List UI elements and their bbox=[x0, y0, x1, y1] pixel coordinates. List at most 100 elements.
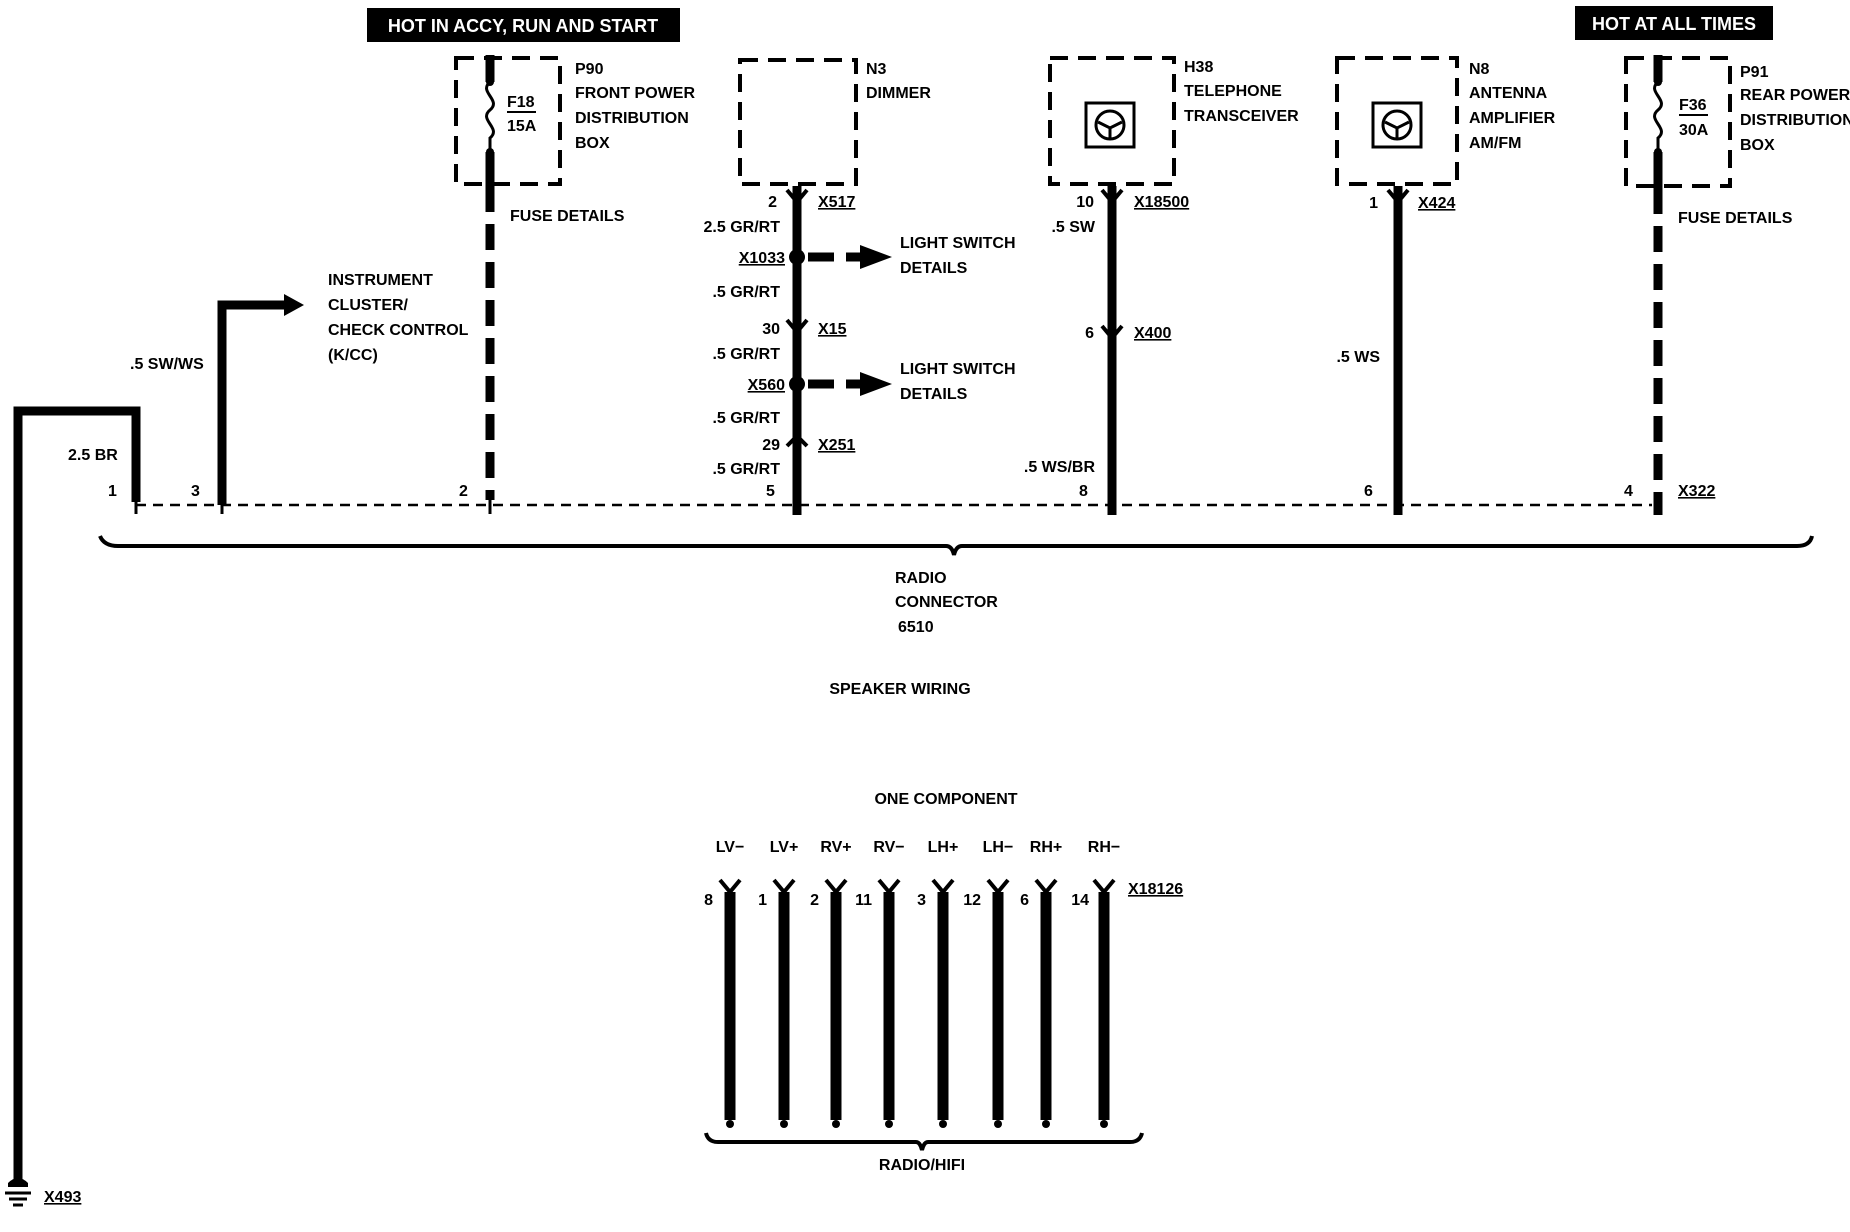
radio-pin-5: 5 bbox=[766, 483, 775, 500]
speaker-terminal-name: LH− bbox=[983, 839, 1014, 856]
n8-name-line1: ANTENNA bbox=[1469, 85, 1548, 102]
p90-fuse-label: F18 bbox=[507, 94, 535, 111]
telephone-wire-2: .5 WS/BR bbox=[1024, 459, 1096, 476]
light-switch-1-line1: LIGHT SWITCH bbox=[900, 235, 1016, 252]
n3-ref: N3 bbox=[866, 61, 887, 78]
p91-fuse-details: FUSE DETAILS bbox=[1678, 210, 1793, 227]
dimmer-conn-x251: X251 bbox=[818, 437, 855, 454]
dimmer-pin-x15: 30 bbox=[762, 321, 780, 338]
ground-circuit: 2.5 BR X493 bbox=[5, 406, 141, 1207]
n3-name: DIMMER bbox=[866, 85, 931, 102]
n8-name-line3: AM/FM bbox=[1469, 135, 1521, 152]
h38-name-line1: TELEPHONE bbox=[1184, 83, 1282, 100]
n8-name-line2: AMPLIFIER bbox=[1469, 110, 1556, 127]
dimmer-wire-4: .5 GR/RT bbox=[712, 410, 780, 427]
speaker-terminal-name: RH+ bbox=[1030, 839, 1062, 856]
p91-rear-power-box: F36 30A P91 REAR POWER DISTRIBUTION BOX … bbox=[1624, 55, 1850, 227]
fuse-f36-icon bbox=[1653, 80, 1663, 152]
ground-conn-x493: X493 bbox=[44, 1189, 81, 1206]
cluster-line4: (K/CC) bbox=[328, 347, 378, 364]
radio-connector-bracket bbox=[98, 535, 1814, 556]
speaker-terminal-rh-plus: RH+ 6 bbox=[1020, 839, 1062, 1128]
instrument-cluster-arrow-icon bbox=[284, 294, 304, 316]
n8-ref: N8 bbox=[1469, 61, 1490, 78]
telephone-wire-1: .5 SW bbox=[1051, 219, 1095, 236]
cluster-line1: INSTRUMENT bbox=[328, 272, 433, 289]
light-switch-1-line2: DETAILS bbox=[900, 260, 968, 277]
p91-rating-label: 30A bbox=[1679, 122, 1709, 139]
speaker-terminal-lv-minus: LV− 8 bbox=[704, 839, 744, 1128]
radio-hifi-label: RADIO/HIFI bbox=[879, 1157, 965, 1174]
cluster-line2: CLUSTER/ bbox=[328, 297, 409, 314]
fuse-f18-icon bbox=[485, 80, 495, 152]
antenna-wire: .5 WS bbox=[1336, 349, 1380, 366]
antenna-conn-x424: X424 bbox=[1418, 195, 1455, 212]
p90-name-line3: BOX bbox=[575, 135, 610, 152]
h38-telephone-transceiver: H38 TELEPHONE TRANSCEIVER bbox=[1048, 56, 1299, 186]
ground-icon bbox=[5, 1178, 31, 1207]
p90-name-line2: DISTRIBUTION bbox=[575, 110, 689, 127]
n3-dimmer: N3 DIMMER bbox=[738, 58, 931, 186]
banner-hot-accy-text: HOT IN ACCY, RUN AND START bbox=[388, 16, 658, 36]
p90-fuse-details: FUSE DETAILS bbox=[510, 208, 625, 225]
cluster-line3: CHECK CONTROL bbox=[328, 322, 469, 339]
speaker-terminal-name: RH− bbox=[1088, 839, 1120, 856]
banner-hot-all: HOT AT ALL TIMES bbox=[1575, 6, 1773, 40]
splice-x560: X560 bbox=[748, 377, 785, 394]
speaker-conn-x18126: X18126 bbox=[1128, 881, 1183, 898]
radio-conn-x322: X322 bbox=[1678, 483, 1715, 500]
light-switch-arrow-2-icon bbox=[860, 372, 892, 396]
dimmer-pin-top: 2 bbox=[768, 194, 777, 211]
radio-pin-1: 1 bbox=[108, 483, 117, 500]
p91-name-line3: BOX bbox=[1740, 137, 1775, 154]
p90-front-power-box: F18 15A P90 FRONT POWER DISTRIBUTION BOX… bbox=[454, 55, 695, 225]
speaker-terminal-name: LV− bbox=[716, 839, 745, 856]
light-switch-2-line2: DETAILS bbox=[900, 386, 968, 403]
speaker-terminal-lh-minus: LH− 12 bbox=[963, 839, 1013, 1128]
dimmer-conn-x517: X517 bbox=[818, 194, 855, 211]
n8-antenna-amplifier: N8 ANTENNA AMPLIFIER AM/FM bbox=[1335, 56, 1556, 186]
speaker-terminal-pin: 8 bbox=[704, 892, 713, 909]
speaker-terminal-pin: 6 bbox=[1020, 892, 1029, 909]
telephone-conn-x400: X400 bbox=[1134, 325, 1171, 342]
ground-wire-label: 2.5 BR bbox=[68, 447, 118, 464]
banner-hot-all-text: HOT AT ALL TIMES bbox=[1592, 14, 1756, 34]
p91-name-line1: REAR POWER bbox=[1740, 87, 1850, 104]
speaker-terminal-pin: 1 bbox=[758, 892, 767, 909]
radio-pin-3: 3 bbox=[191, 483, 200, 500]
radio-pin-2: 2 bbox=[459, 483, 468, 500]
radio-pin-4: 4 bbox=[1624, 483, 1633, 500]
speaker-terminal-lh-plus: LH+ 3 bbox=[917, 839, 958, 1128]
radio-connector-line2: CONNECTOR bbox=[895, 594, 998, 611]
telephone-pin-top: 10 bbox=[1076, 194, 1094, 211]
banner-hot-accy: HOT IN ACCY, RUN AND START bbox=[367, 8, 680, 42]
p90-rating-label: 15A bbox=[507, 118, 537, 135]
splice-x1033: X1033 bbox=[739, 250, 785, 267]
speaker-terminal-pin: 11 bbox=[855, 892, 872, 909]
antenna-circuit: 1 X424 .5 WS bbox=[1336, 186, 1455, 515]
speaker-terminal-name: RV− bbox=[873, 839, 904, 856]
light-switch-2-line1: LIGHT SWITCH bbox=[900, 361, 1016, 378]
speaker-terminal-pin: 3 bbox=[917, 892, 926, 909]
telephone-conn-x18500: X18500 bbox=[1134, 194, 1189, 211]
radio-connector-line1: RADIO bbox=[895, 570, 947, 587]
speaker-terminal-name: RV+ bbox=[820, 839, 851, 856]
speaker-section-title: SPEAKER WIRING bbox=[829, 681, 970, 698]
radio-pin-6: 6 bbox=[1364, 483, 1373, 500]
dimmer-conn-x15: X15 bbox=[818, 321, 847, 338]
speaker-terminal-lv-plus: LV+ 1 bbox=[758, 839, 798, 1128]
speaker-terminal-rv-plus: RV+ 2 bbox=[810, 839, 852, 1128]
radio-connector-line3: 6510 bbox=[898, 619, 934, 636]
dimmer-wire-2: .5 GR/RT bbox=[712, 284, 780, 301]
p91-ref: P91 bbox=[1740, 64, 1769, 81]
dimmer-wire-5: .5 GR/RT bbox=[712, 461, 780, 478]
antenna-pin-top: 1 bbox=[1369, 195, 1378, 212]
speaker-terminal-name: LH+ bbox=[928, 839, 959, 856]
p90-ref: P90 bbox=[575, 61, 604, 78]
radio-hifi-bracket bbox=[704, 1132, 1144, 1151]
speaker-terminal-rv-minus: RV− 11 bbox=[855, 839, 905, 1128]
speaker-terminal-name: LV+ bbox=[770, 839, 799, 856]
speaker-terminal-pin: 2 bbox=[810, 892, 819, 909]
speaker-terminal-pin: 14 bbox=[1071, 892, 1089, 909]
